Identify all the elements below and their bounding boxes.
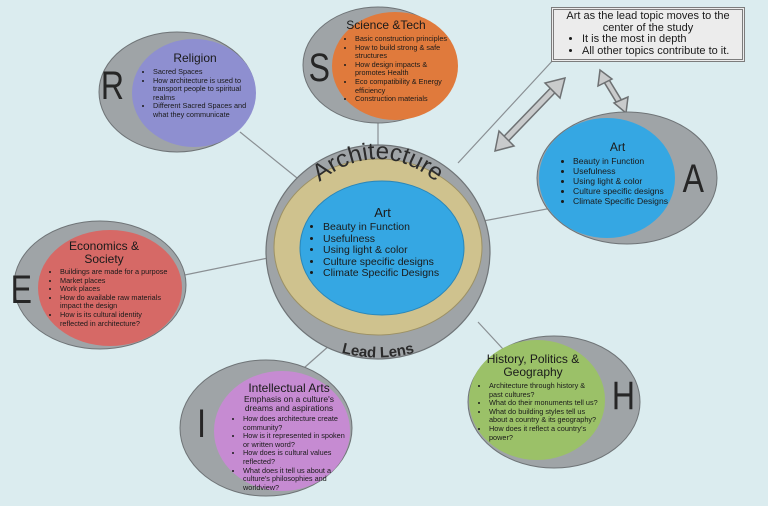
list-item: How do available raw materials impact th… [60, 293, 168, 311]
list-item: Climate Specific Designs [323, 267, 455, 280]
history-inner-ellipse [469, 340, 605, 460]
art-list: Beauty in Function Usefulness Using ligh… [560, 156, 675, 206]
double-arrow-icon [494, 76, 567, 153]
economics-letter: E [10, 268, 33, 312]
science-title: Science &Tech [346, 18, 426, 32]
center-inner-title: Art [374, 205, 391, 220]
note-list: It is the most in depth All other topics… [560, 33, 736, 58]
intellectual-subtitle: Emphasis on a culture's dreams and aspir… [244, 394, 334, 413]
list-item: Culture specific designs [323, 256, 455, 269]
religion-content: Religion Sacred Spaces How architecture … [140, 52, 250, 120]
science-list: Basic construction principles How to bui… [345, 34, 457, 104]
list-item: How architecture is used to transport pe… [153, 76, 250, 103]
intellectual-list: How does architecture create community? … [233, 414, 345, 493]
history-content: History, Politics & Geography Architectu… [478, 353, 600, 442]
list-item: How does architecture create community? [243, 414, 345, 432]
list-item: How does it reflect a country's power? [489, 424, 600, 442]
science-content: Science &Tech Basic construction princip… [345, 19, 457, 104]
list-item: Using light & color [573, 176, 675, 186]
center-content: Art Beauty in Function Usefulness Using … [310, 205, 455, 280]
religion-letter: R [100, 64, 125, 108]
economics-inner-ellipse [38, 230, 182, 346]
art-inner-ellipse [539, 118, 675, 238]
connector-economics [169, 257, 269, 279]
list-item: How does is cultural values reflected? [243, 449, 345, 466]
note-box: Art as the lead topic moves to the cente… [551, 7, 745, 62]
list-item: Buildings are made for a purpose [60, 267, 168, 277]
connector-note [457, 57, 556, 164]
history-title: History, Politics & Geography [486, 352, 580, 379]
double-arrow-icon [597, 68, 629, 115]
list-item: Different Sacred Spaces and what they co… [153, 102, 250, 119]
connector-religion [239, 131, 303, 183]
note-line1: Art as the lead topic moves to the cente… [566, 10, 730, 34]
list-item: How to build strong & safe structures [355, 43, 457, 61]
list-item: Eco compatibility & Energy efficiency [355, 77, 457, 95]
list-item: Architecture through history & past cult… [489, 381, 600, 399]
list-item: How is its cultural identity reflected i… [60, 310, 168, 328]
science-inner-ellipse [332, 12, 458, 120]
list-item: Sacred Spaces [153, 67, 250, 77]
intellectual-letter: I [197, 402, 207, 446]
connector-lines [169, 57, 556, 376]
religion-title: Religion [173, 51, 217, 65]
religion-inner-ellipse [132, 39, 256, 147]
list-item: Beauty in Function [573, 156, 675, 166]
list-item: Usefulness [573, 166, 675, 176]
list-item: Beauty in Function [323, 221, 455, 234]
list-item: What do their monuments tell us? [489, 399, 600, 408]
art-content: Art Beauty in Function Usefulness Using … [560, 140, 675, 207]
list-item: Culture specific designs [573, 186, 675, 196]
lead-lens-label: Lead Lens [340, 340, 415, 362]
economics-title: Economics & Society [68, 239, 140, 266]
list-item: Using light & color [323, 244, 455, 257]
history-letter: H [611, 374, 636, 418]
science-letter: S [308, 46, 331, 90]
list-item: What do building styles tell us about a … [489, 407, 600, 425]
connector-art [477, 207, 553, 223]
art-title: Art [609, 140, 626, 154]
list-item: Usefulness [323, 233, 455, 246]
list-item: How is it represented in spoken or writt… [243, 431, 345, 449]
list-item: All other topics contribute to it. [582, 45, 736, 58]
list-item: Climate Specific Designs [573, 196, 675, 206]
list-item: It is the most in depth [582, 33, 736, 46]
list-item: What does it tell us about a culture's p… [243, 466, 345, 493]
intellectual-title: Intellectual Arts [248, 381, 330, 395]
list-item: Construction materials [355, 95, 457, 104]
center-inner-ellipse [299, 180, 465, 316]
center-list: Beauty in Function Usefulness Using ligh… [310, 221, 455, 280]
intellectual-content: Intellectual Arts Emphasis on a culture'… [233, 382, 345, 492]
economics-list: Buildings are made for a purpose Market … [50, 267, 168, 328]
art-letter: A [682, 157, 705, 201]
list-item: How design impacts & promotes Health [355, 60, 457, 78]
list-item: Work places [60, 285, 168, 294]
religion-list: Sacred Spaces How architecture is used t… [140, 67, 250, 120]
economics-content: Economics & Society Buildings are made f… [50, 240, 168, 328]
history-list: Architecture through history & past cult… [478, 381, 600, 442]
list-item: Market places [60, 276, 168, 286]
intellectual-inner-ellipse [214, 371, 350, 491]
list-item: Basic construction principles [355, 34, 457, 44]
